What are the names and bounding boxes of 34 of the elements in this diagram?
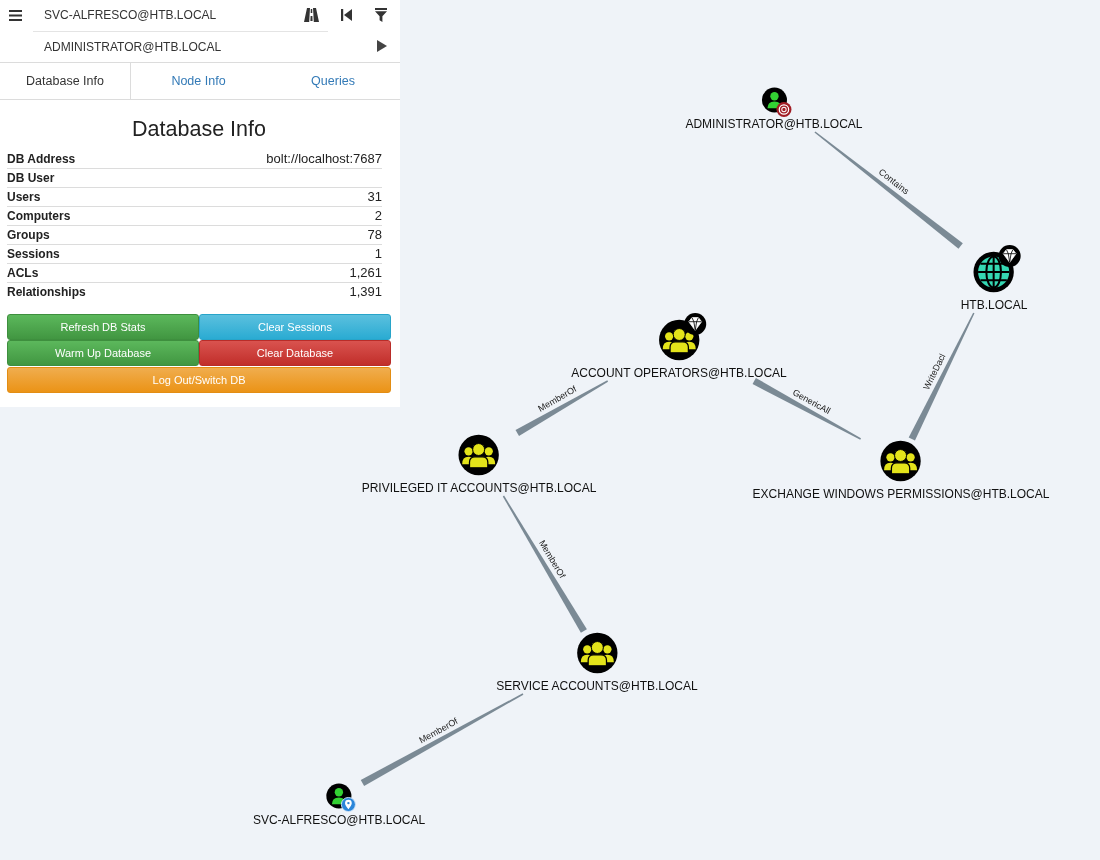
stat-label: DB User	[7, 170, 55, 187]
connector	[908, 312, 975, 441]
node-label: SERVICE ACCOUNTS@HTB.LOCAL	[496, 679, 698, 694]
stat-value: 78	[367, 226, 382, 244]
connector	[752, 377, 861, 440]
stat-label: Computers	[7, 208, 71, 225]
node-label: HTB.LOCAL	[960, 298, 1028, 313]
stat-value: 1,391	[349, 283, 382, 301]
button: Refresh DB Stats	[7, 314, 199, 340]
stat-value: 2	[374, 207, 382, 225]
connector	[502, 495, 587, 633]
node-label: ACCOUNT OPERATORS@HTB.LOCAL	[571, 366, 787, 381]
stat-label: Relationships	[7, 284, 86, 301]
stat-label: ACLs	[7, 265, 39, 282]
button: Log Out/Switch DB	[7, 367, 391, 393]
stat-label: Users	[7, 189, 41, 206]
button: Clear Database	[199, 340, 391, 366]
stat-value: 1	[374, 245, 382, 263]
node-label: ADMINISTRATOR@HTB.LOCAL	[685, 117, 863, 132]
stat-label: DB Address	[7, 151, 76, 168]
stat-label: Groups	[7, 227, 50, 244]
connector	[360, 693, 524, 787]
connector	[814, 131, 963, 249]
node-label: SVC-ALFRESCO@HTB.LOCAL	[252, 813, 426, 828]
panel-heading: Database Info	[132, 116, 266, 143]
stat-value: bolt://localhost:7687	[266, 150, 382, 168]
node-label: EXCHANGE WINDOWS PERMISSIONS@HTB.LOCAL	[752, 487, 1050, 502]
node-label: PRIVILEGED IT ACCOUNTS@HTB.LOCAL	[361, 481, 597, 496]
button: Warm Up Database	[7, 340, 199, 366]
connector	[515, 380, 609, 437]
stat-value: 1,261	[349, 264, 382, 282]
button: Clear Sessions	[199, 314, 391, 340]
stat-label: Sessions	[7, 246, 60, 263]
stat-value: 31	[367, 188, 382, 206]
